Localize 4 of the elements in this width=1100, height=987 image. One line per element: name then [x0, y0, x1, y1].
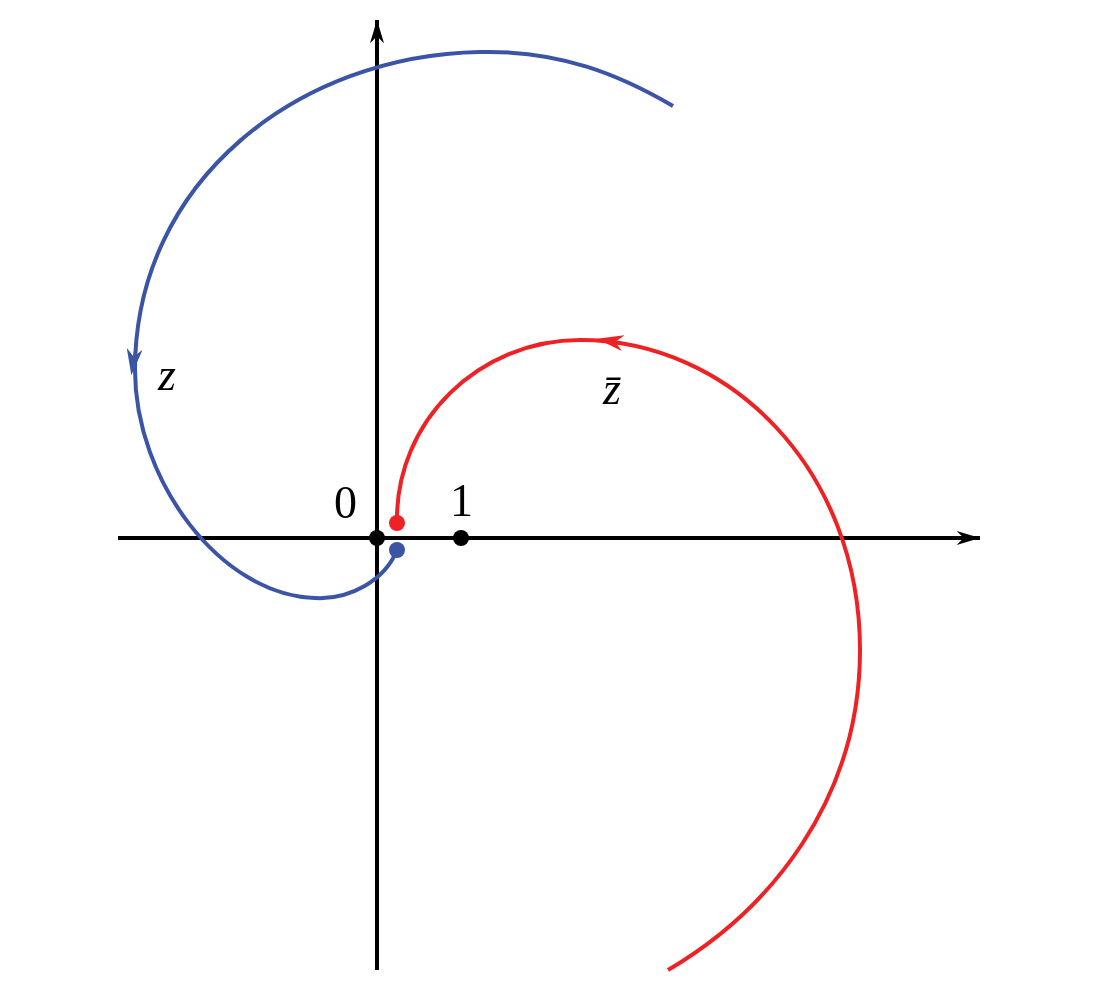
curve-label: z̄	[603, 366, 621, 412]
curve-label: z	[158, 352, 176, 398]
axis-tick-label: 1	[450, 478, 473, 524]
axis-tick-label: 0	[334, 480, 357, 526]
